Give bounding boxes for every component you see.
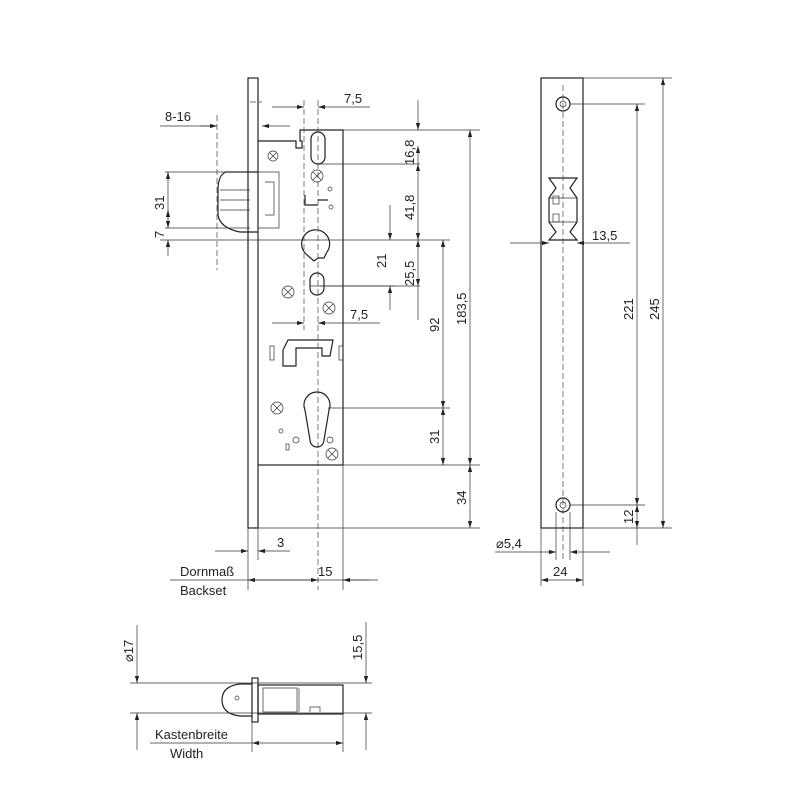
lever [282,339,334,367]
dim-cylinder-to-bottom: 31 [427,430,442,444]
dim-backset-offset: 15 [318,564,332,579]
slot-middle [309,272,325,296]
dim-screw-to-follower: 41,8 [402,195,417,220]
screw-icon [267,150,339,461]
case-bottom [257,684,344,715]
bottom-dimension-lines [130,622,372,752]
lock-case [258,129,344,466]
dim-latch-width: 13,5 [592,228,617,243]
dim-latch-height: 31 [152,196,167,210]
faceplate [247,77,259,529]
faceplate-side [540,77,584,529]
backset-label-de: Dornmaß [180,564,234,579]
dim-case-height: 183,5 [454,292,469,325]
width-label-de: Kastenbreite [155,727,228,742]
dim-top-offset: 7,5 [344,91,362,106]
dim-hole-spacing: 221 [621,298,636,320]
dim-latch-offset: 7 [152,231,167,238]
dim-plate-thickness: 3 [277,535,284,550]
cylinder-hole [303,391,331,448]
dim-follower-to-cylinder: 92 [427,318,442,332]
dim-hole-edge: 12 [621,510,636,524]
dim-case-thickness: 15,5 [350,635,365,660]
front-view [216,77,344,590]
dim-follower-to-slot: 21 [374,254,389,268]
backset-label-en: Backset [180,583,227,598]
dim-bottom-to-plate: 34 [454,491,469,505]
side-dimension-lines [495,77,672,586]
latch-bolt [217,171,258,233]
width-label-en: Width [170,746,203,761]
side-view [540,77,584,560]
dim-latch-projection: 8-16 [165,109,191,124]
follower-hole [301,229,331,262]
dim-top-to-screw: 16,8 [402,140,417,165]
dim-roller-diameter: ⌀17 [121,640,136,662]
bottom-view [221,677,344,723]
front-dimension-lines [160,100,480,590]
roller-latch [221,683,252,717]
dim-follower-to-screw: 25,5 [402,261,417,286]
dim-slot-offset: 7,5 [350,307,368,322]
dim-hole-diameter: ⌀5,4 [496,536,522,551]
dim-plate-width: 24 [553,564,567,579]
dim-plate-length: 245 [647,298,662,320]
faceplate-bottom [251,677,259,723]
